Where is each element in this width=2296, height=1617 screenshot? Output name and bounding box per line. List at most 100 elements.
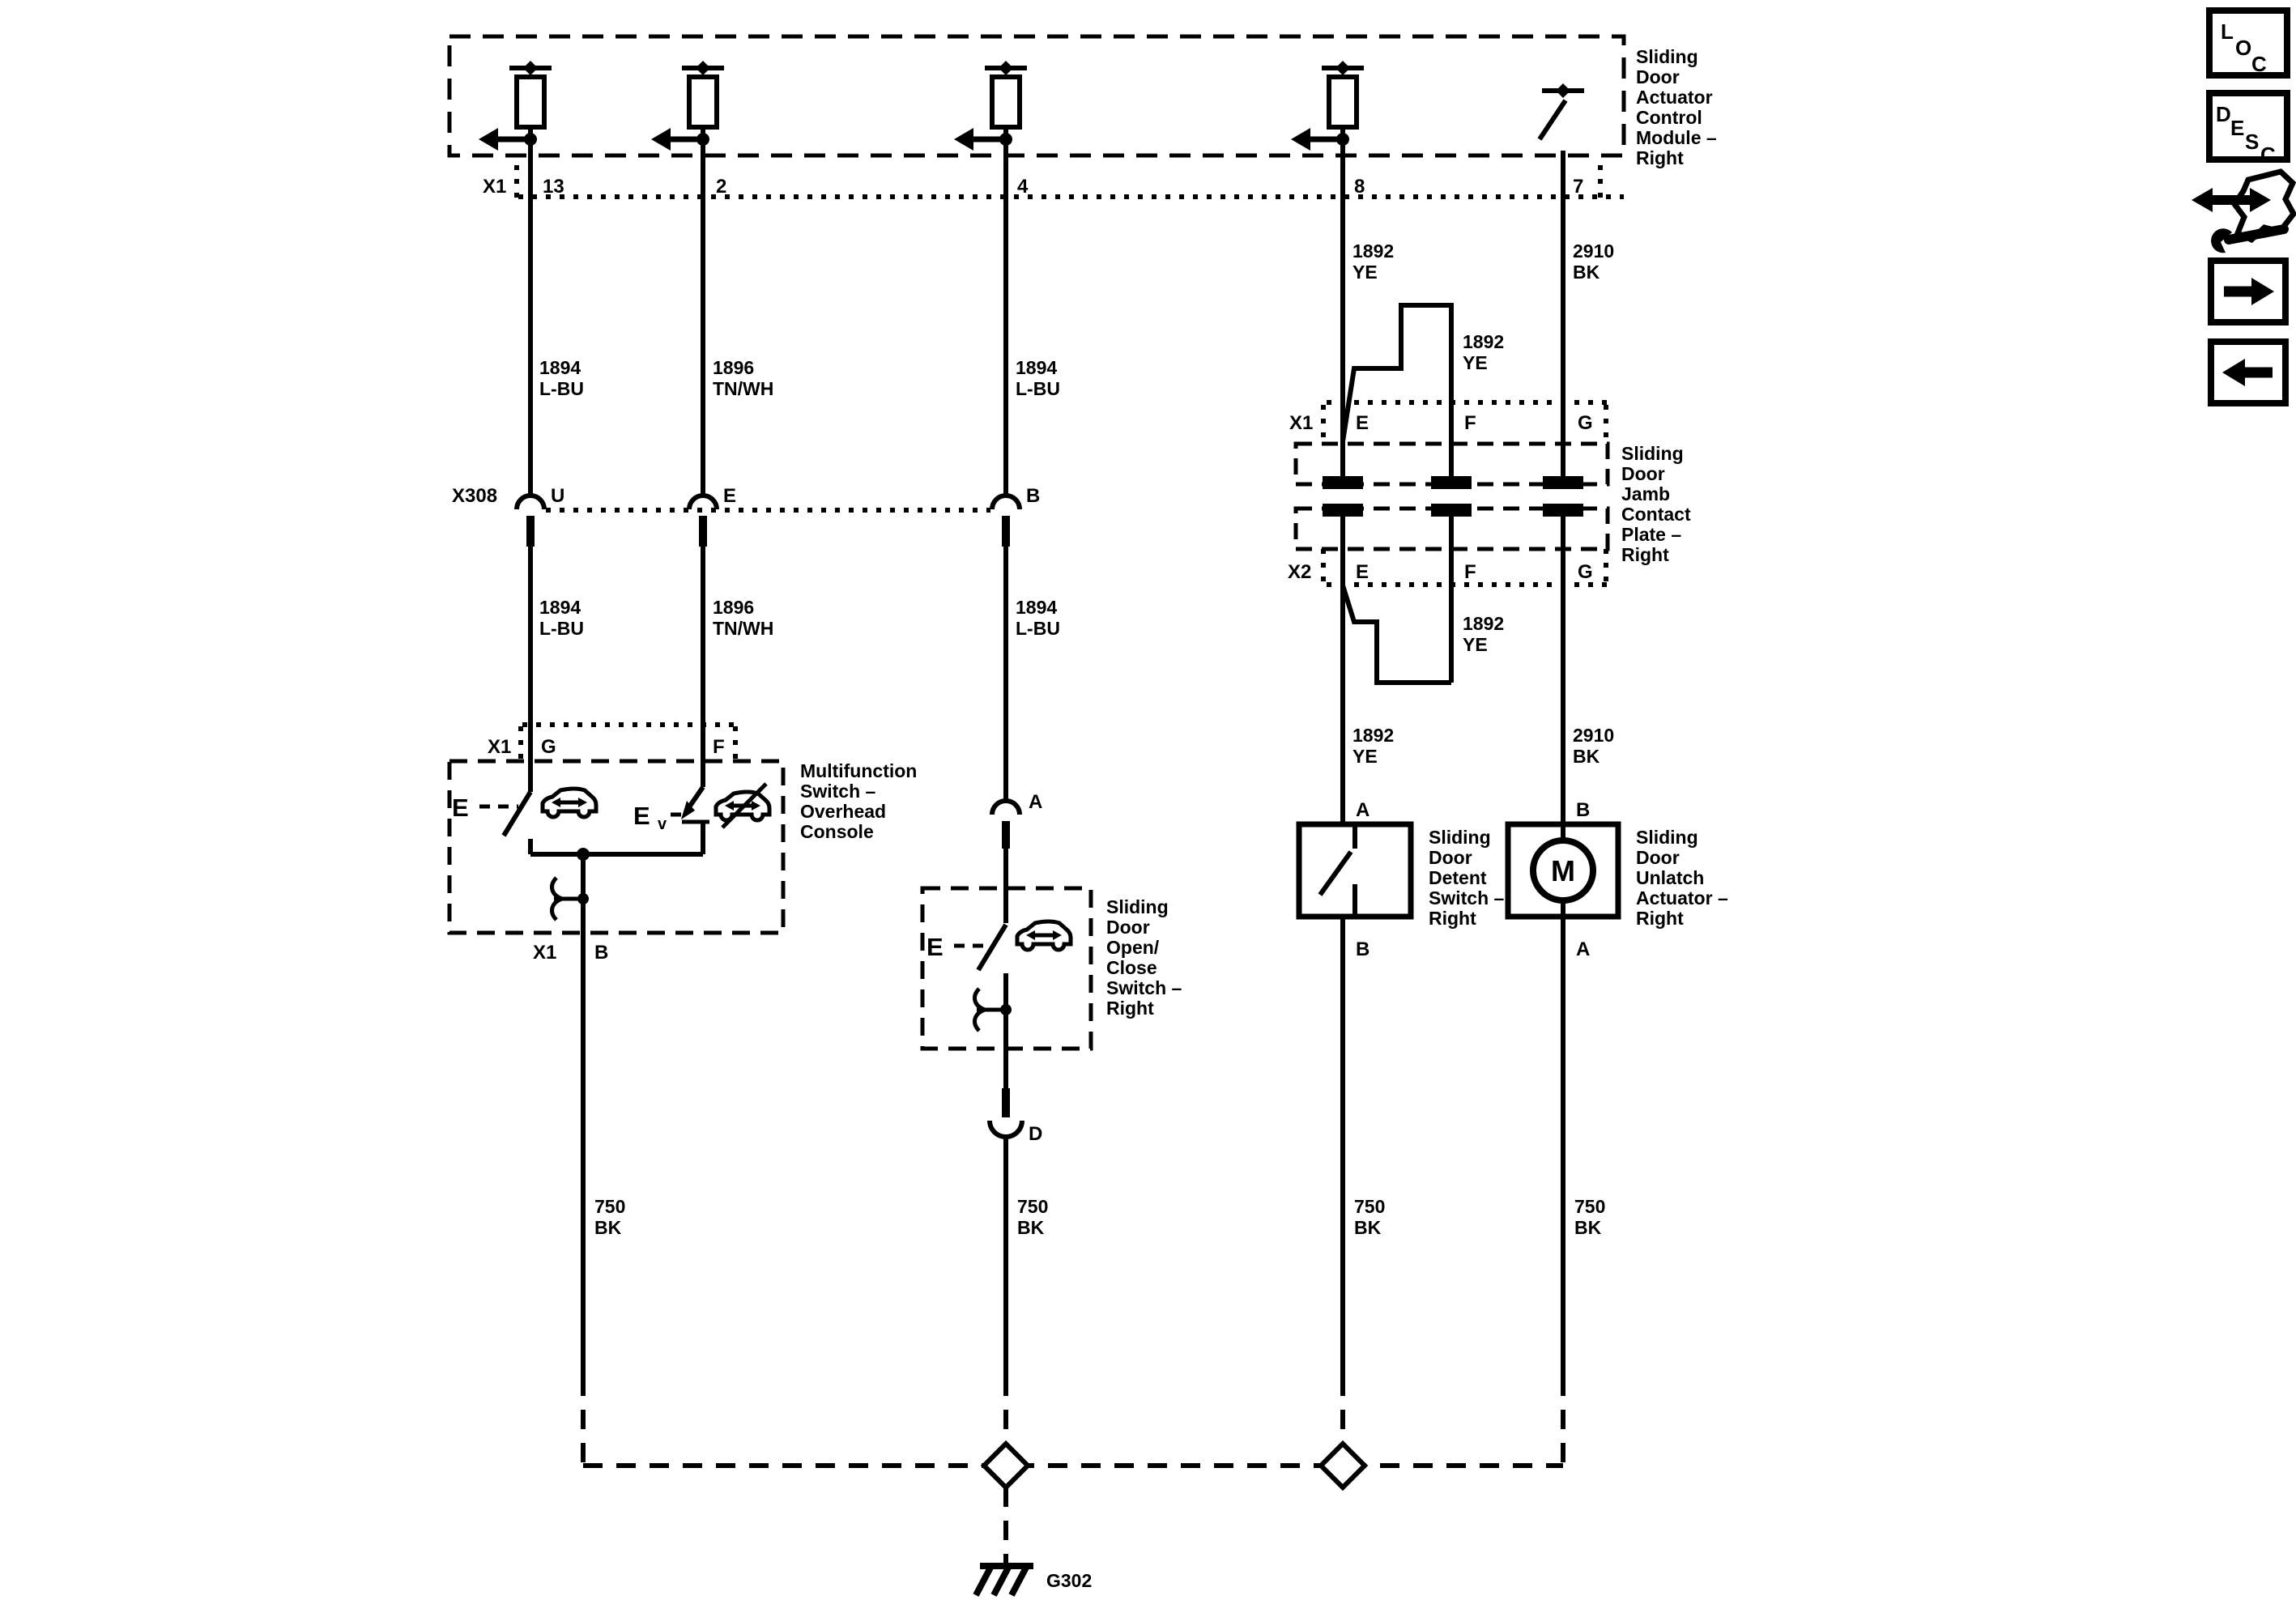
wire-label: 2910 [1573, 240, 1614, 262]
oc-name-label: Sliding Door Open/ Close Switch – Right [1106, 896, 1182, 1019]
actuator-name-label: Sliding Door Unlatch Actuator – Right [1636, 827, 1728, 929]
wire-2910-bk-upper: 2910 BK [1561, 151, 1614, 476]
oc-name-line: Sliding [1106, 896, 1169, 917]
actuator-name-line: Door [1636, 847, 1680, 868]
ground-g302: G302 [973, 1563, 1092, 1597]
wire-label: 1896 [713, 357, 754, 378]
mf-case-clip-icon [550, 876, 589, 921]
wire-label: 750 [1017, 1196, 1048, 1217]
mf-connector-id: X1 [488, 736, 511, 758]
switch-position-sub: v [658, 815, 667, 833]
loc-letter: L [2221, 19, 2234, 44]
wire-label: 2910 [1573, 725, 1614, 746]
desc-letter: D [2216, 102, 2231, 126]
mf-open-close-contact: E [452, 786, 598, 854]
multifunction-switch: X1 G F E E v [447, 722, 917, 964]
actuator-name-line: Actuator – [1636, 887, 1728, 908]
wire-label: 1892 [1352, 240, 1394, 262]
desc-button[interactable]: D E S C [2206, 90, 2290, 167]
splice-diamond [1317, 1440, 1369, 1491]
ground-label: G302 [1046, 1570, 1092, 1591]
module-pin: 2 [716, 176, 726, 198]
wire-1894-lbu-center: 1894 L-BU [1003, 139, 1060, 496]
mf-name-label: Multifunction Switch – Overhead Console [800, 760, 917, 842]
wire-label: L-BU [1016, 618, 1060, 639]
module-connector-id: X1 [483, 176, 506, 198]
wire-label: YE [1352, 262, 1378, 283]
wire-1894-lbu-left: 1894 L-BU [528, 139, 584, 496]
actuator-control-module: Sliding Door Actuator Control Module – R… [447, 34, 1717, 168]
switch-position-label: E [452, 794, 469, 822]
wire-label: YE [1352, 746, 1378, 767]
x308-pin: B [1026, 485, 1040, 507]
actuator-name-line: Unlatch [1636, 867, 1704, 888]
module-name-label: Sliding Door Actuator Control Module – R… [1636, 46, 1717, 168]
wire-label: L-BU [1016, 378, 1060, 399]
jamb-pin: G [1578, 561, 1593, 583]
desc-letter: C [2260, 143, 2276, 167]
detent-name-line: Switch – [1429, 887, 1505, 908]
switch-position-label: E [926, 933, 944, 961]
driver-output-symbol [479, 61, 1364, 151]
wire-label: BK [1573, 746, 1600, 767]
wire-label: YE [1463, 634, 1488, 655]
wire-label: BK [594, 1217, 622, 1238]
module-pin: 7 [1573, 176, 1583, 198]
x308-pin: U [551, 485, 564, 507]
unlatch-actuator: B M Sliding Door Unlatch Actuator – Righ… [1505, 799, 1728, 960]
desc-letter: E [2230, 116, 2244, 140]
wire-label: L-BU [539, 378, 584, 399]
jamb-name-line: Right [1621, 544, 1669, 565]
jamb-name-line: Contact [1621, 504, 1691, 525]
detent-name-line: Detent [1429, 867, 1487, 888]
module-name-line: Module – [1636, 127, 1717, 148]
diagnostic-icon[interactable] [2192, 168, 2296, 253]
x308-pin: E [723, 485, 736, 507]
jamb-contact-plate: X1 E F G X2 E F G Sliding Door Jamb Cont… [1288, 400, 1691, 824]
wire-label: BK [1574, 1217, 1602, 1238]
detent-pin-bottom: B [1356, 938, 1370, 960]
mf-name-line: Switch – [800, 781, 876, 802]
x308-label: X308 [452, 485, 497, 507]
jamb-pin: F [1464, 412, 1476, 434]
ground-wires: 750 BK 750 BK 750 BK 750 BK [581, 917, 1605, 1563]
wire-label: TN/WH [713, 378, 773, 399]
next-button[interactable] [2208, 257, 2289, 326]
module-pin: 8 [1354, 176, 1365, 198]
wire-1892-ye-branch-lower: 1892 YE [1340, 585, 1504, 685]
oc-name-line: Switch – [1106, 977, 1182, 998]
wire-label: L-BU [539, 618, 584, 639]
loc-button[interactable]: L O C [2206, 7, 2290, 79]
jamb-pin: G [1578, 412, 1593, 434]
wire-1894-lbu-center-lower: 1894 L-BU [1003, 547, 1060, 801]
right-arrow-icon [2251, 278, 2274, 305]
detent-switch: A Sliding Door Detent Switch – Right B [1296, 799, 1505, 960]
wire-1896-tnwh-lower: 1896 TN/WH [701, 547, 773, 787]
detent-name-line: Door [1429, 847, 1472, 868]
jamb-x1-label: X1 [1289, 412, 1313, 434]
module-connector-band: X1 13 2 4 8 7 [483, 165, 1624, 199]
detent-pin-top: A [1356, 799, 1370, 821]
sidebar: L O C D E S C [2192, 7, 2296, 406]
oc-pin-top: A [1029, 791, 1042, 813]
module-pin: 4 [1017, 176, 1029, 198]
mf-name-line: Multifunction [800, 760, 917, 781]
mf-pin: F [713, 736, 725, 758]
wire-label: 750 [1354, 1196, 1385, 1217]
mf-bottom-connector-id: X1 [533, 942, 556, 964]
oc-pin-bottom: D [1029, 1123, 1042, 1145]
module-name-line: Sliding [1636, 46, 1698, 67]
wire-1892-ye-branch-upper: 1892 YE [1340, 303, 1504, 476]
open-close-switch: A E Sliding Door Open/ Close [920, 791, 1182, 1145]
mf-lockout-contact: E v [633, 782, 772, 854]
detent-name-line: Sliding [1429, 827, 1491, 848]
wire-label: 1894 [1016, 597, 1057, 618]
module-name-line: Right [1636, 147, 1684, 168]
module-name-line: Door [1636, 66, 1680, 87]
jamb-pin: E [1356, 412, 1369, 434]
splice-diamond [980, 1440, 1032, 1491]
back-button[interactable] [2208, 338, 2289, 406]
wire-label: 750 [594, 1196, 625, 1217]
oc-name-line: Right [1106, 998, 1154, 1019]
